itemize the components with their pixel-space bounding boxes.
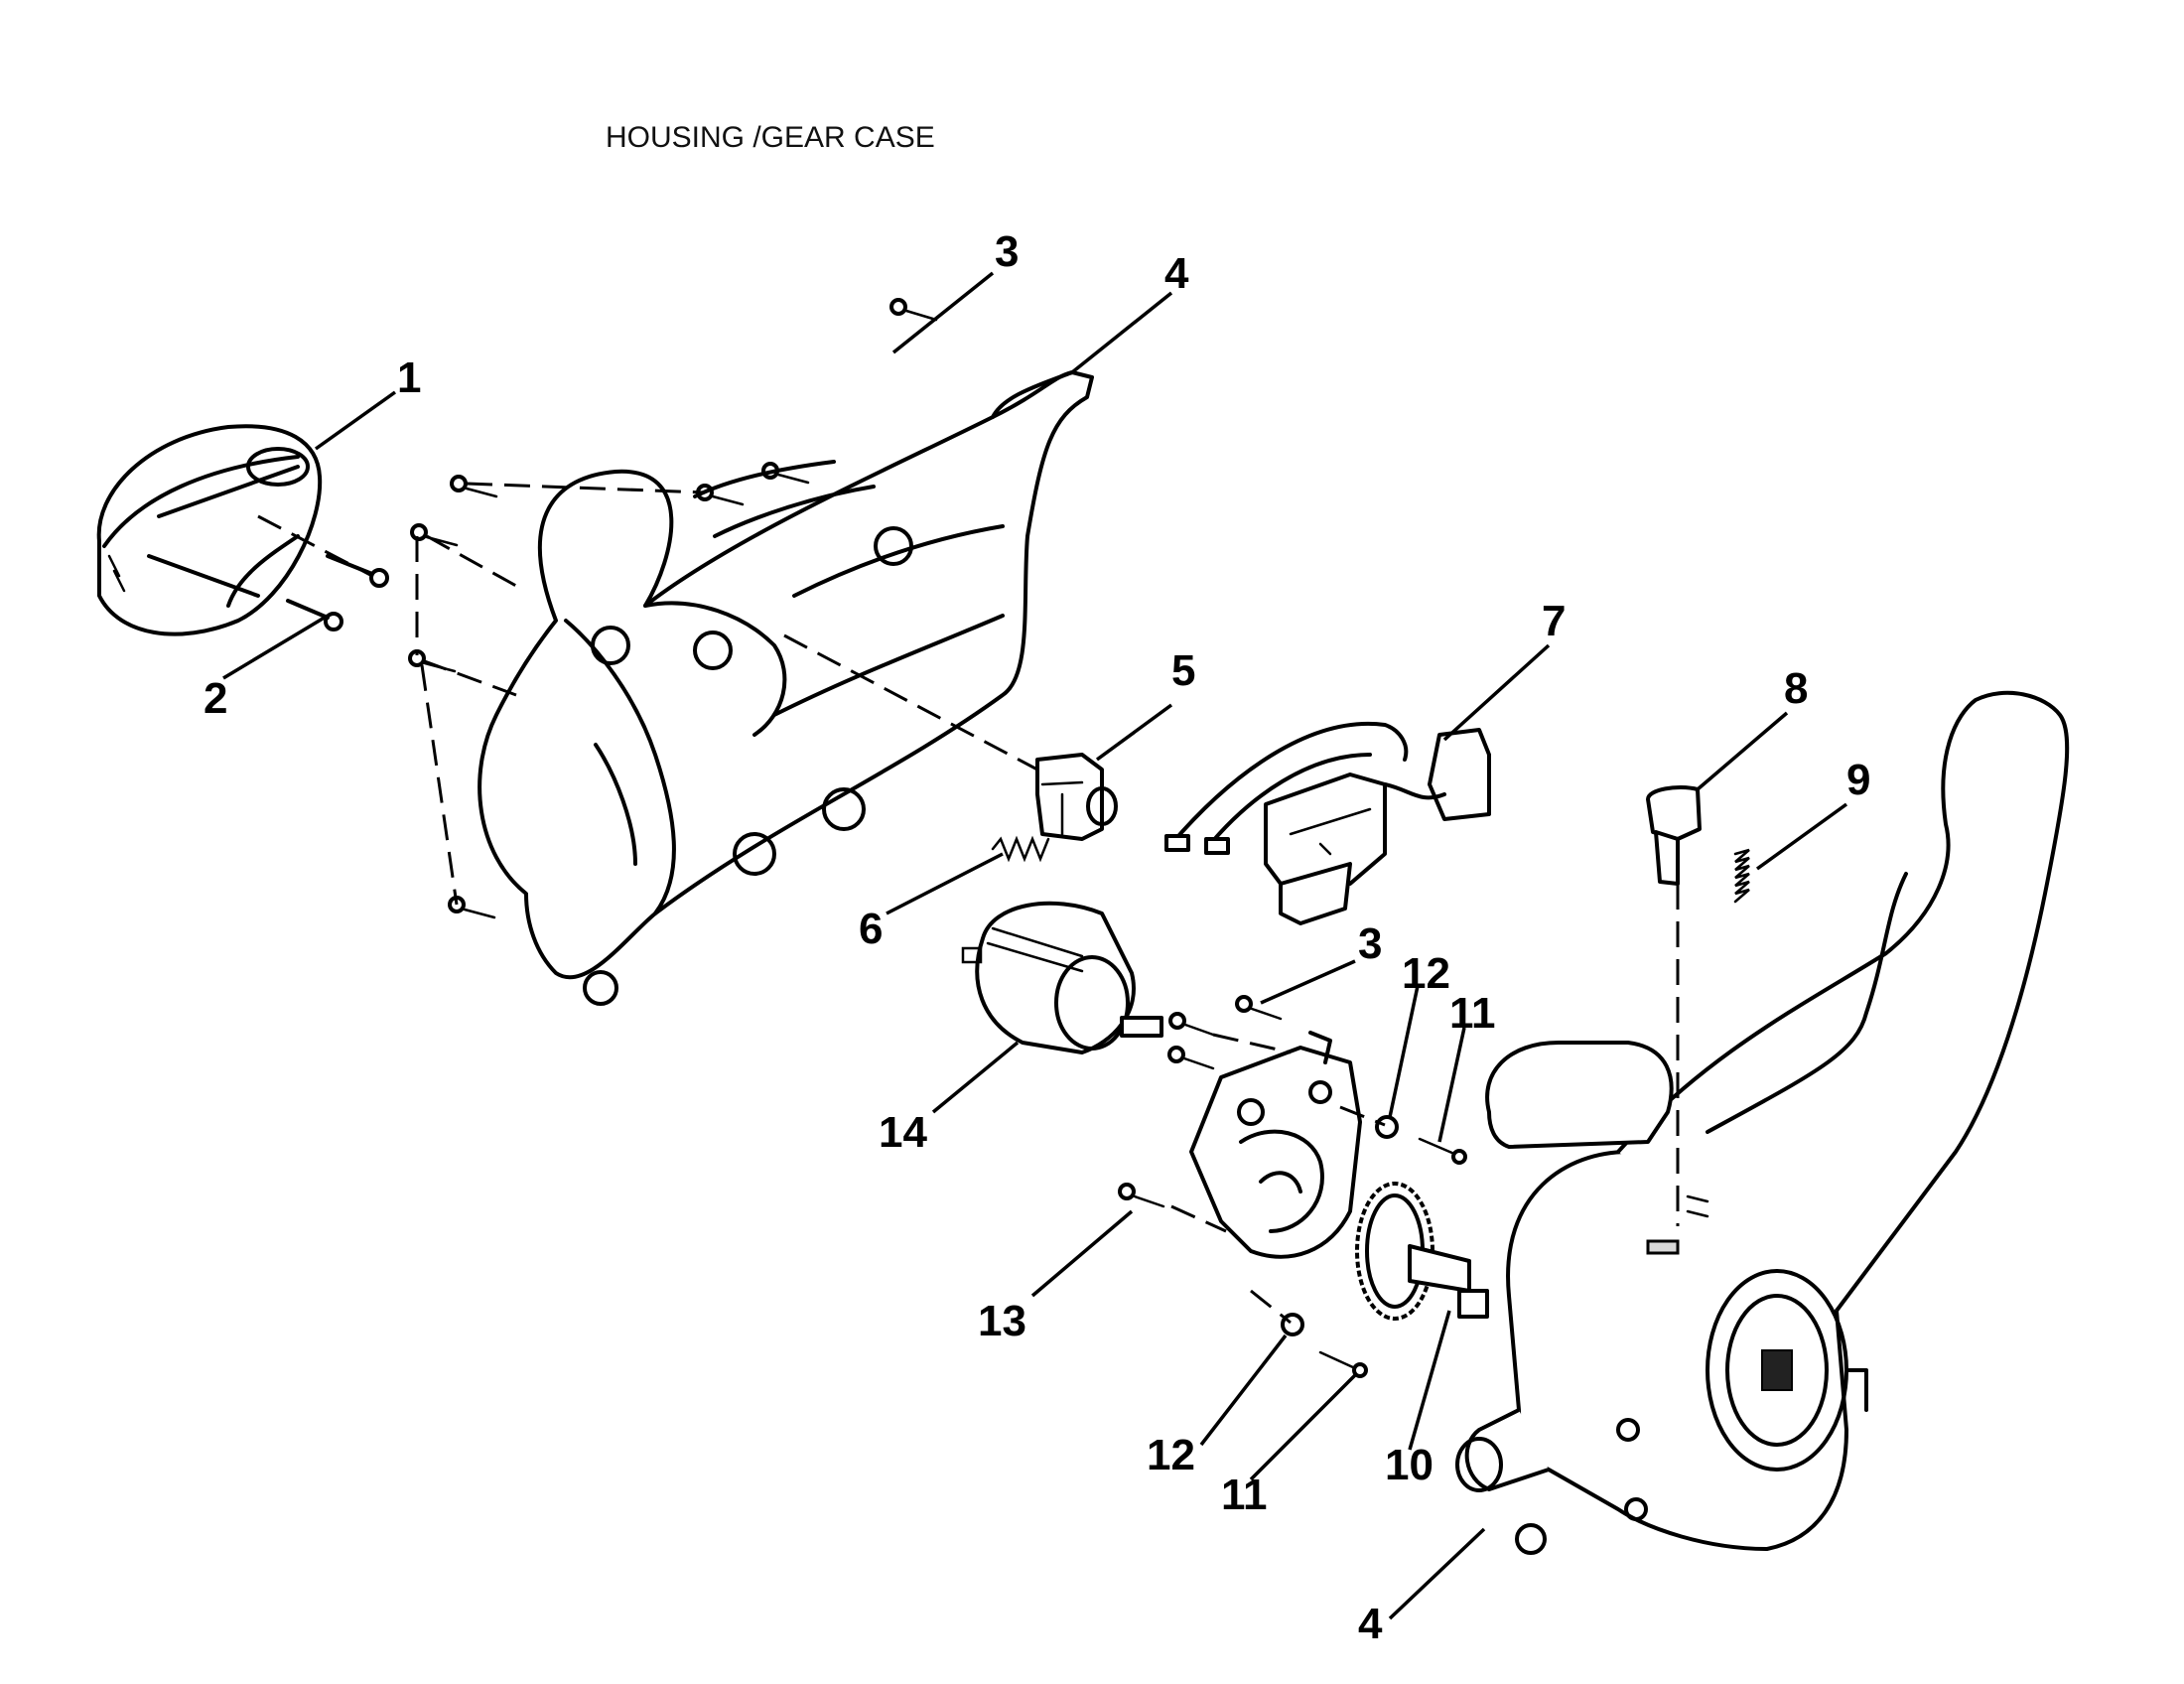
callout-11-lower: 11 xyxy=(1221,1471,1268,1519)
part-spring xyxy=(1733,848,1750,904)
part-lock-button xyxy=(1646,785,1702,886)
callout-2: 2 xyxy=(204,674,227,723)
housing-screws xyxy=(408,298,938,919)
part-motor xyxy=(961,901,1163,1054)
part-right-housing xyxy=(1455,690,2070,1555)
callout-9: 9 xyxy=(1846,756,1870,804)
part-switch-assembly xyxy=(1164,721,1491,925)
part-end-cap xyxy=(96,424,323,636)
part-screws-end-cap xyxy=(257,514,389,632)
part-switch-lock xyxy=(783,633,1118,841)
callout-labels: 1 2 3 4 5 6 7 8 9 3 12 11 14 13 12 11 10… xyxy=(204,227,1870,1648)
callout-11-upper: 11 xyxy=(1449,989,1496,1038)
callout-8: 8 xyxy=(1784,664,1808,713)
callout-10: 10 xyxy=(1385,1441,1433,1489)
part-gear-shaft xyxy=(1355,1182,1489,1321)
callout-14: 14 xyxy=(879,1108,927,1157)
callout-5: 5 xyxy=(1171,646,1195,695)
part-gear-case xyxy=(1189,1031,1362,1259)
callout-7: 7 xyxy=(1542,597,1566,645)
callout-3-upper: 3 xyxy=(995,227,1019,276)
callout-6: 6 xyxy=(859,905,883,953)
diagram-title: HOUSING /GEAR CASE xyxy=(606,121,935,154)
part-spring-small xyxy=(991,835,1050,863)
callout-12-lower: 12 xyxy=(1147,1431,1195,1479)
callout-leaders xyxy=(222,271,1848,1620)
part-left-housing xyxy=(478,370,1094,1006)
callout-13: 13 xyxy=(978,1297,1026,1345)
callout-12-upper: 12 xyxy=(1402,949,1450,998)
callout-3-lower: 3 xyxy=(1358,919,1382,968)
callout-4-lower: 4 xyxy=(1358,1600,1383,1648)
callout-1: 1 xyxy=(397,353,421,402)
callout-4-upper: 4 xyxy=(1164,249,1189,298)
gear-case-screws xyxy=(1118,995,1467,1378)
